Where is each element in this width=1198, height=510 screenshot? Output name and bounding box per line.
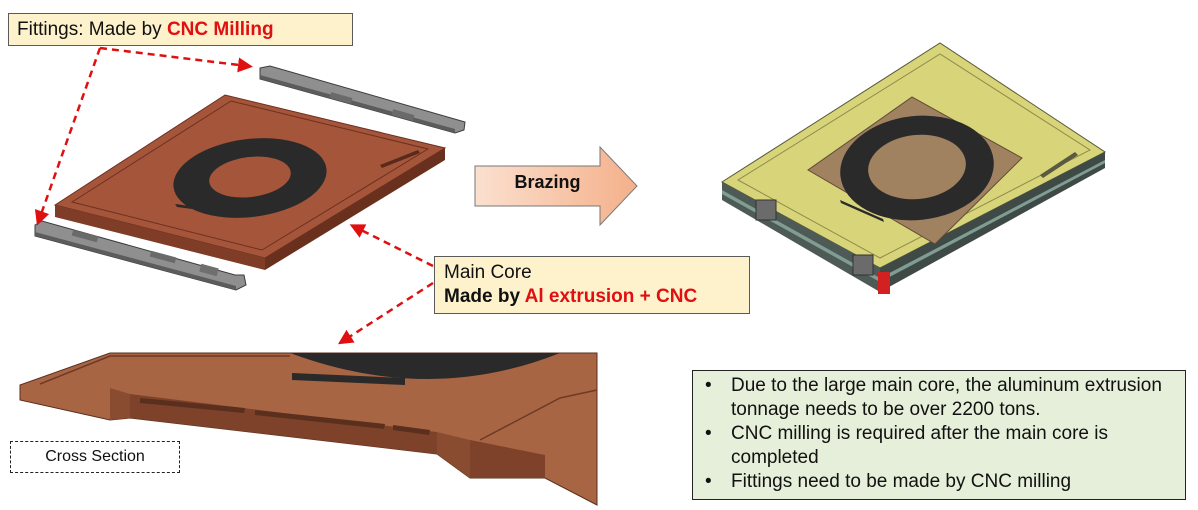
fitting-top: [259, 65, 466, 134]
cross-section-label: Cross Section: [10, 441, 180, 473]
notes-box: Due to the large main core, the aluminum…: [692, 370, 1186, 500]
brazed-assembly: [721, 42, 1106, 294]
brazing-arrow: [474, 145, 638, 227]
fitting-bottom: [34, 220, 247, 291]
main-core-made-by: Made by: [444, 286, 525, 307]
coil-ring-hole: [209, 156, 291, 198]
leader-lines: [34, 46, 434, 345]
cross-section-view: [19, 352, 598, 506]
notes-list: Due to the large main core, the aluminum…: [703, 374, 1177, 494]
note-item: CNC milling is required after the main c…: [703, 422, 1177, 470]
fittings-callout-text: Fittings: Made by: [17, 19, 167, 40]
coil-ring-brazed-hole: [868, 134, 966, 200]
main-core-plate: [53, 94, 447, 270]
fittings-callout: Fittings: Made by CNC Milling: [8, 13, 353, 46]
brazing-label: Brazing: [514, 172, 581, 192]
note-item: Fittings need to be made by CNC milling: [703, 470, 1177, 494]
fittings-callout-highlight: CNC Milling: [166, 19, 274, 40]
main-core-highlight: Al extrusion + CNC: [524, 286, 698, 307]
main-core-callout: Main Core Made by Al extrusion + CNC: [434, 256, 750, 314]
note-item: Due to the large main core, the aluminum…: [703, 374, 1177, 422]
main-core-title: Main Core: [444, 262, 532, 283]
